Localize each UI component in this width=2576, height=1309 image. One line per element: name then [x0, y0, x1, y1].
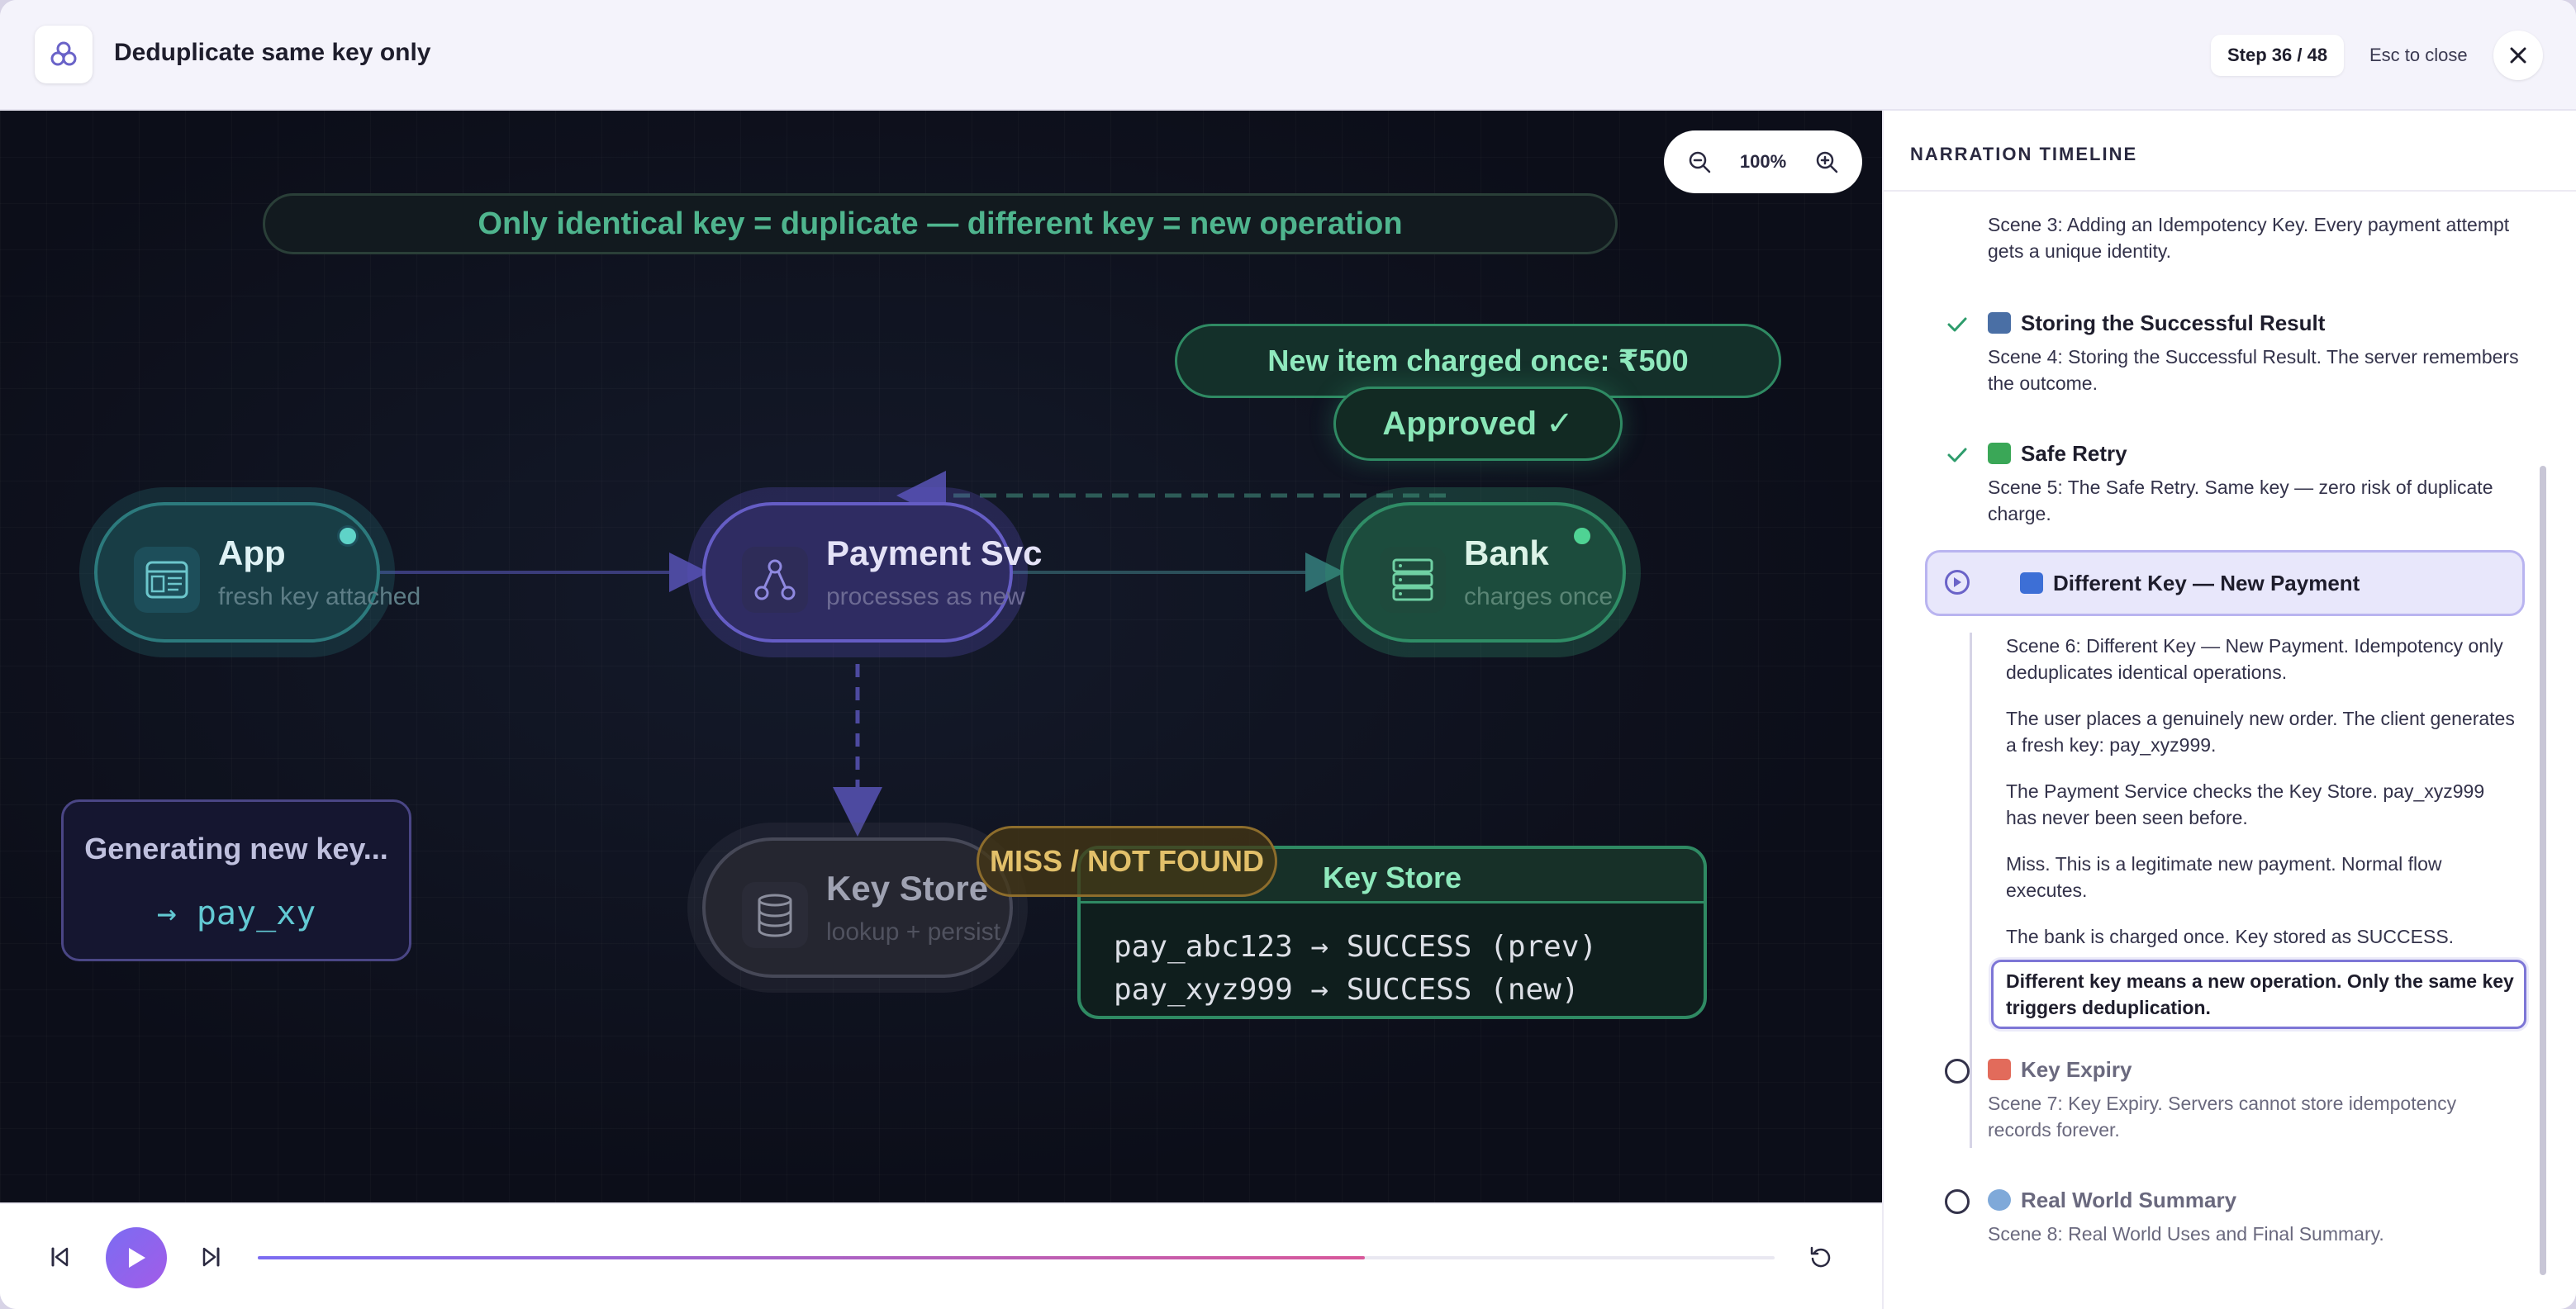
current-step-highlight[interactable] [1991, 960, 2526, 1029]
node-payment-name: Payment Svc [826, 534, 1043, 572]
node-app[interactable]: App fresh key attached [79, 487, 421, 657]
zoom-in-icon[interactable] [1814, 149, 1839, 174]
scene-8-title[interactable]: Real World Summary [1988, 1188, 2236, 1213]
zoom-control: 100% [1664, 130, 1862, 193]
scene-headline: Only identical key = duplicate — differe… [263, 193, 1618, 254]
node-bank-name: Bank [1464, 534, 1549, 572]
scene-4-title[interactable]: Storing the Successful Result [1988, 311, 2325, 336]
node-app-name: App [218, 534, 286, 572]
skip-back-icon [51, 1247, 69, 1267]
node-app-subtitle: fresh key attached [218, 583, 421, 610]
scene-5-description: Scene 5: The Safe Retry. Same key — zero… [1988, 477, 2493, 524]
panel-heading: NARRATION TIMELINE [1910, 144, 2138, 164]
scrollbar[interactable] [2540, 466, 2546, 1275]
scene-8-description: Scene 8: Real World Uses and Final Summa… [1988, 1223, 2384, 1245]
node-payment-svc[interactable]: Payment Svc processes as new [687, 487, 1042, 657]
server-stack-icon [1380, 547, 1446, 613]
miss-badge: MISS / NOT FOUND [977, 826, 1277, 897]
approved-banner: Approved ✓ [1333, 387, 1623, 461]
check-mark-button-icon [1988, 443, 2011, 464]
scene-6-active-row[interactable]: Different Key — New Payment [1925, 550, 2525, 616]
progress-fill [258, 1256, 1366, 1259]
network-fork-icon [742, 547, 808, 613]
scene-3-description: Scene 3: Adding an Idempotency Key. Ever… [1988, 214, 2510, 262]
modal-header: Deduplicate same key only Step 36 / 48 E… [0, 0, 2576, 111]
substep-rule [1970, 633, 1972, 1148]
scene-6-title: Different Key — New Payment [2020, 571, 2360, 596]
node-keystore-subtitle: lookup + persist [826, 918, 1000, 946]
new-button-icon [2020, 572, 2043, 594]
database-icon [742, 882, 808, 948]
key-store-row: pay_xyz999 → SUCCESS (new) [1114, 973, 1580, 1007]
scene-6-step: Miss. This is a legitimate new payment. … [2006, 853, 2442, 901]
step-counter: Step 36 / 48 [2211, 35, 2345, 76]
pending-circle-icon [1945, 1059, 1970, 1084]
scene-6-step: The Payment Service checks the Key Store… [2006, 780, 2485, 828]
scene-4-description: Scene 4: Storing the Successful Result. … [1988, 346, 2519, 394]
diagram-canvas[interactable]: 100% Only identical key = duplicate — di… [0, 111, 1882, 1202]
pending-circle-icon [1945, 1189, 1970, 1214]
player-controls [0, 1202, 1882, 1309]
restart-button[interactable] [1799, 1235, 1842, 1278]
generating-key-value: → pay_xy [156, 894, 316, 932]
skip-forward-icon [202, 1247, 220, 1267]
zoom-out-icon[interactable] [1687, 149, 1712, 174]
scene-6-step: Scene 6: Different Key — New Payment. Id… [2006, 635, 2503, 683]
check-icon [1947, 317, 1967, 332]
next-step-button[interactable] [190, 1235, 233, 1278]
alarm-clock-icon [1988, 1059, 2011, 1080]
restart-icon [1810, 1246, 1831, 1268]
play-icon [129, 1248, 145, 1268]
logo-icon [35, 26, 93, 83]
scene-6-step: The user places a genuinely new order. T… [2006, 708, 2515, 756]
node-key-store[interactable]: Key Store lookup + persist [687, 823, 1028, 993]
play-circle-icon [1945, 570, 1970, 595]
node-bank-subtitle: charges once [1464, 583, 1614, 610]
key-store-row: pay_abc123 → SUCCESS (prev) [1114, 930, 1598, 964]
scene-7-title[interactable]: Key Expiry [1988, 1057, 2132, 1083]
narration-timeline-panel[interactable]: NARRATION TIMELINE Scene 3: Adding an Id… [1882, 111, 2576, 1309]
status-dot [1571, 525, 1593, 547]
globe-icon [1988, 1189, 2011, 1211]
status-dot [337, 525, 359, 547]
node-payment-subtitle: processes as new [826, 583, 1025, 610]
zoom-level: 100% [1739, 151, 1787, 172]
scene-7-description: Scene 7: Key Expiry. Servers cannot stor… [1988, 1093, 2457, 1141]
node-bank[interactable]: Bank charges once [1325, 487, 1641, 657]
previous-step-button[interactable] [38, 1235, 81, 1278]
check-icon [1947, 448, 1967, 462]
divider [1884, 190, 2576, 192]
current-step-text: Different key means a new operation. Onl… [2006, 970, 2514, 1018]
progress-track[interactable] [258, 1256, 1775, 1259]
esc-hint: Esc to close [2369, 45, 2468, 65]
node-keystore-name: Key Store [826, 869, 989, 908]
close-icon [2510, 47, 2526, 64]
generating-key-card: Generating new key... → pay_xy [61, 799, 411, 961]
play-button[interactable] [106, 1227, 167, 1288]
scene-5-title[interactable]: Safe Retry [1988, 441, 2127, 467]
generating-key-title: Generating new key... [84, 832, 388, 866]
scene-6-step: The bank is charged once. Key stored as … [2006, 926, 2455, 947]
close-button[interactable] [2493, 31, 2543, 80]
page-title: Deduplicate same key only [114, 39, 431, 66]
browser-window-icon [134, 547, 200, 613]
floppy-disk-icon [1988, 312, 2011, 334]
